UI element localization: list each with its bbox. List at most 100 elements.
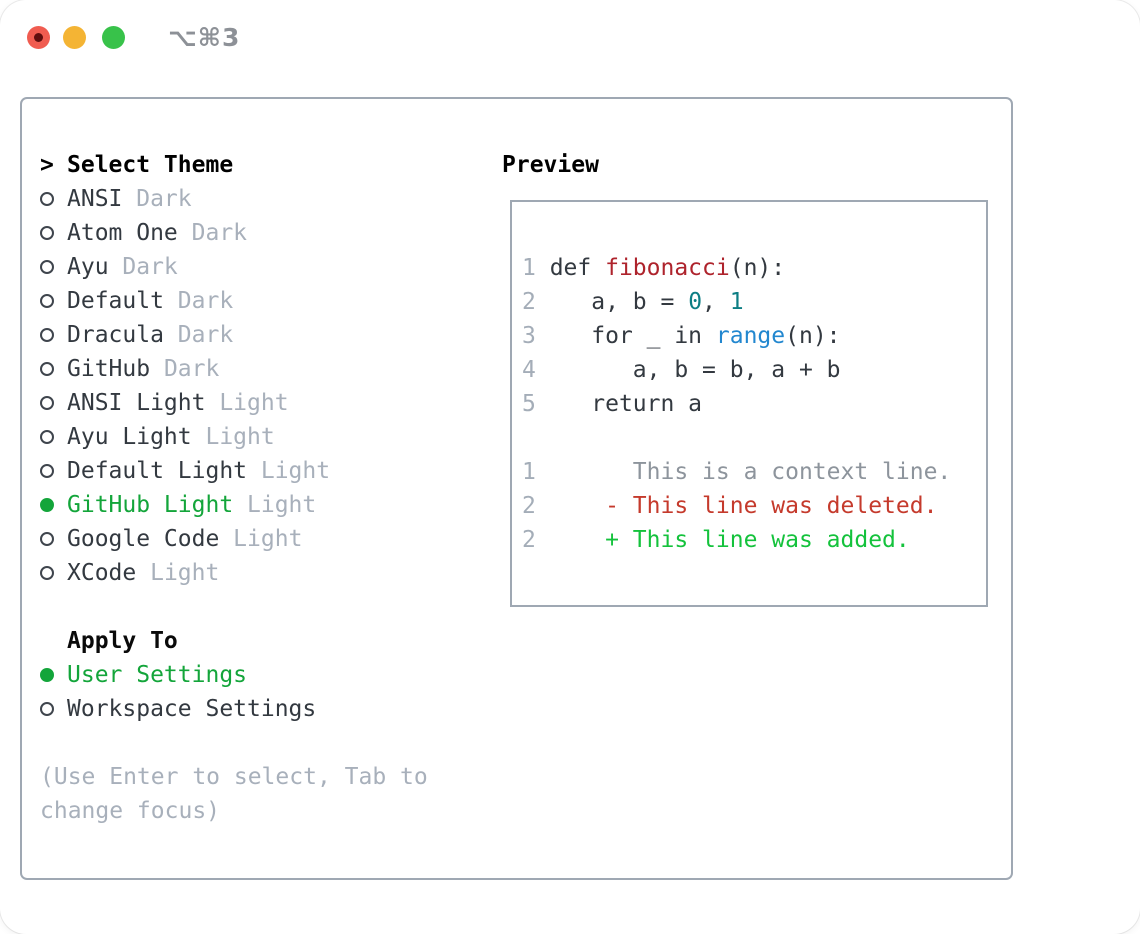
theme-option[interactable]: Dracula Dark xyxy=(40,318,485,352)
spacer xyxy=(40,590,485,624)
option-variant-label: Dark xyxy=(150,356,220,382)
radio-icon xyxy=(40,192,54,206)
theme-option[interactable]: ANSI Dark xyxy=(40,182,485,216)
radio-icon xyxy=(40,566,54,580)
line-number: 2 xyxy=(522,289,550,315)
spacer xyxy=(40,726,485,760)
code-segment-code: for _ in xyxy=(549,323,716,349)
option-variant-label: Dark xyxy=(177,220,248,246)
option-variant-label: Dark xyxy=(163,288,234,314)
theme-option[interactable]: Atom One Dark xyxy=(40,216,485,250)
line-number: 5 xyxy=(522,391,550,417)
maximize-button[interactable] xyxy=(102,26,125,49)
option-variant-label: Light xyxy=(219,526,303,552)
code-segment-code: return a xyxy=(549,391,703,417)
prompt-caret-icon: > xyxy=(40,152,54,178)
option-label: Google Code xyxy=(67,526,220,552)
code-segment-deleted: - This line was deleted. xyxy=(549,493,938,519)
radio-selected-icon xyxy=(40,498,54,512)
theme-option[interactable]: Default Light Light xyxy=(40,454,485,488)
option-label: ANSI xyxy=(67,186,123,212)
option-label: XCode xyxy=(67,560,137,586)
theme-option[interactable]: GitHub Dark xyxy=(40,352,485,386)
option-variant-label: Light xyxy=(233,492,317,518)
close-button[interactable] xyxy=(27,26,50,49)
line-number: 1 xyxy=(522,255,550,281)
code-line: 1 def fibonacci(n): xyxy=(522,251,986,285)
option-variant-label: Dark xyxy=(122,186,192,212)
code-segment-added: + This line was added. xyxy=(549,527,910,553)
code-segment-code: a, b = b, a + b xyxy=(549,357,841,383)
select-theme-header: > Select Theme xyxy=(40,148,485,182)
code-segment-code: (n): xyxy=(785,323,841,349)
radio-icon xyxy=(40,532,54,546)
radio-marker xyxy=(40,498,67,512)
radio-marker xyxy=(40,566,67,580)
line-number: 2 xyxy=(522,527,550,553)
close-dot-icon xyxy=(34,33,43,42)
radio-marker xyxy=(40,192,67,206)
radio-marker xyxy=(40,328,67,342)
option-label: Ayu Light xyxy=(67,424,192,450)
radio-icon xyxy=(40,328,54,342)
line-number: 1 xyxy=(522,459,550,485)
code-line: 2 a, b = 0, 1 xyxy=(522,285,986,319)
theme-option[interactable]: ANSI Light Light xyxy=(40,386,485,420)
apply-to-option[interactable]: User Settings xyxy=(40,658,485,692)
option-variant-label: Light xyxy=(247,458,331,484)
theme-option[interactable]: Ayu Dark xyxy=(40,250,485,284)
code-segment-code: , xyxy=(702,289,730,315)
apply-to-option[interactable]: Workspace Settings xyxy=(40,692,485,726)
radio-marker xyxy=(40,260,67,274)
code-line: 4 a, b = b, a + b xyxy=(522,353,986,387)
select-theme-title: Select Theme xyxy=(67,152,234,178)
option-label: GitHub Light xyxy=(67,492,234,518)
window-shortcut-label: ⌥⌘3 xyxy=(168,23,241,52)
code-line: 2 - This line was deleted. xyxy=(522,489,986,523)
option-label: Default Light xyxy=(67,458,248,484)
option-label: GitHub xyxy=(67,356,151,382)
radio-selected-icon xyxy=(40,668,54,682)
option-label: Default xyxy=(67,288,164,314)
option-label: Workspace Settings xyxy=(67,696,317,722)
line-number: 4 xyxy=(522,357,550,383)
radio-icon xyxy=(40,362,54,376)
code-line xyxy=(522,421,986,455)
radio-marker xyxy=(40,464,67,478)
apply-to-title: Apply To xyxy=(67,628,178,654)
radio-marker xyxy=(40,702,67,716)
code-segment-num: 0 xyxy=(688,289,703,315)
radio-icon xyxy=(40,260,54,274)
option-variant-label: Light xyxy=(205,390,289,416)
option-variant-label: Dark xyxy=(163,322,234,348)
radio-icon xyxy=(40,702,54,716)
radio-marker xyxy=(40,362,67,376)
radio-marker xyxy=(40,430,67,444)
preview-title: Preview xyxy=(502,152,599,178)
option-label: Dracula xyxy=(67,322,164,348)
theme-option[interactable]: Default Dark xyxy=(40,284,485,318)
code-segment-code: a, b = xyxy=(549,289,689,315)
theme-option[interactable]: Ayu Light Light xyxy=(40,420,485,454)
theme-option[interactable]: Google Code Light xyxy=(40,522,485,556)
option-label: Atom One xyxy=(67,220,178,246)
theme-option[interactable]: GitHub Light Light xyxy=(40,488,485,522)
apply-to-header: Apply To xyxy=(40,624,485,658)
line-number: 2 xyxy=(522,493,550,519)
code-segment-builtin: range xyxy=(715,323,786,349)
theme-option[interactable]: XCode Light xyxy=(40,556,485,590)
radio-marker xyxy=(40,668,67,682)
radio-icon xyxy=(40,396,54,410)
option-label: ANSI Light xyxy=(67,390,206,416)
radio-marker xyxy=(40,532,67,546)
code-segment-num: 1 xyxy=(729,289,744,315)
code-segment-func: fibonacci xyxy=(605,255,730,281)
option-variant-label: Dark xyxy=(108,254,178,280)
minimize-button[interactable] xyxy=(63,26,86,49)
radio-icon xyxy=(40,430,54,444)
